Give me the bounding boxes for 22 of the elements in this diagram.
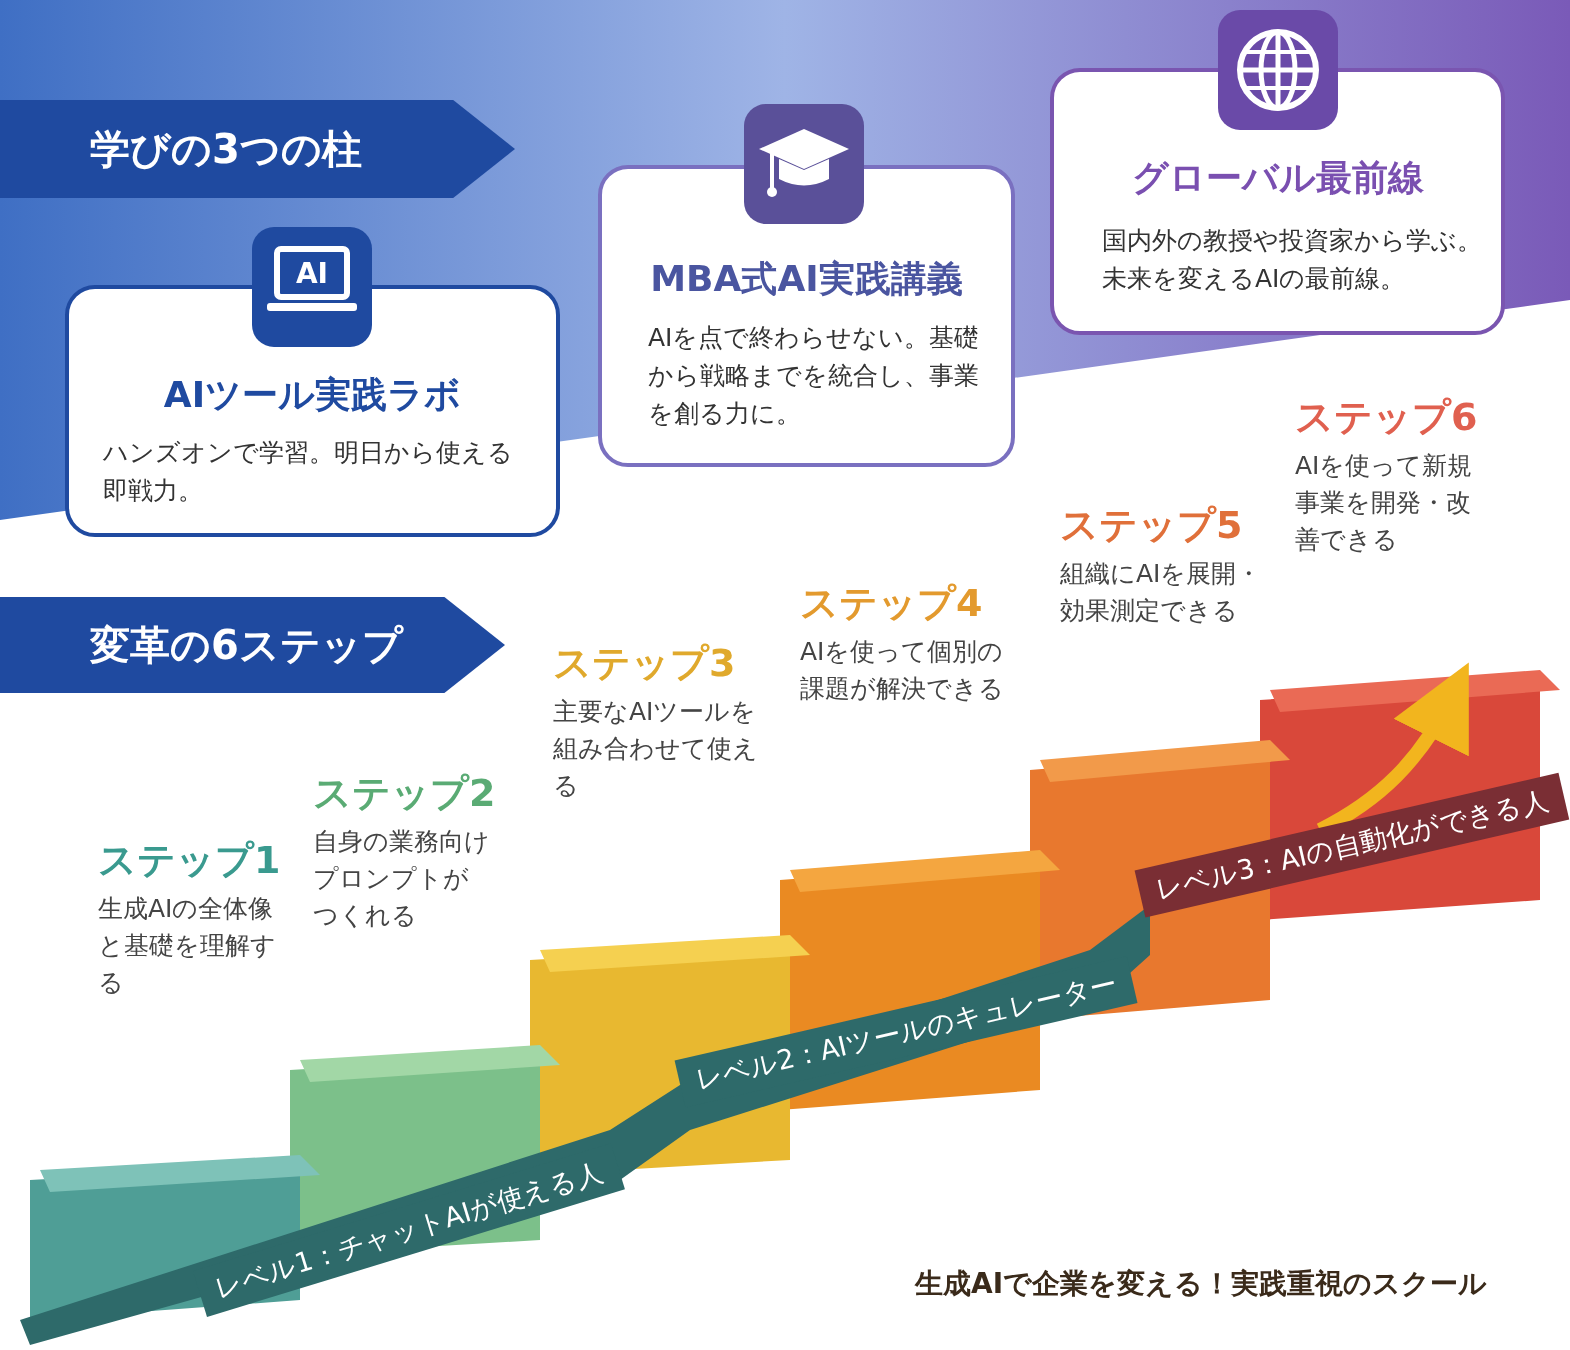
step-text: AIを使って個別の課題が解決できる <box>800 636 1005 705</box>
step-text: 組織にAIを展開・効果測定できる <box>1060 558 1263 627</box>
step-text: AIを使って新規事業を開発・改善できる <box>1295 450 1474 556</box>
card-text: ハンズオンで学習。明日から使える即戦力。 <box>103 437 514 507</box>
card-text: 国内外の教授や投資家から学ぶ。未来を変えるAIの最前線。 <box>1102 225 1483 295</box>
step-heading: ステップ5 <box>1060 502 1243 549</box>
icon-text: AI <box>294 257 330 291</box>
step-heading: ステップ1 <box>98 837 281 884</box>
card-title: MBA式AI実践講義 <box>649 257 964 301</box>
step-heading: ステップ3 <box>553 640 736 687</box>
step-heading: ステップ6 <box>1295 394 1478 441</box>
arrow-banner: 変革の6ステップ <box>0 597 505 693</box>
card-title: AIツール実践ラボ <box>162 373 463 417</box>
arrow-banner: 学びの3つの柱 <box>0 100 515 198</box>
step-heading: ステップ2 <box>313 770 496 817</box>
step-text: 自身の業務向けプロンプトがつくれる <box>313 826 491 932</box>
tagline: 生成AIで企業を変える！実践重視のスクール <box>915 1266 1488 1302</box>
card-text: AIを点で終わらせない。基礎から戦略までを統合し、事業を創る力に。 <box>648 322 981 430</box>
step-heading: ステップ4 <box>800 580 983 627</box>
step-text: 主要なAIツールを組み合わせて使える <box>553 696 759 802</box>
card-title: グローバル最前線 <box>1130 156 1425 200</box>
step-text: 生成AIの全体像と基礎を理解する <box>98 893 277 999</box>
